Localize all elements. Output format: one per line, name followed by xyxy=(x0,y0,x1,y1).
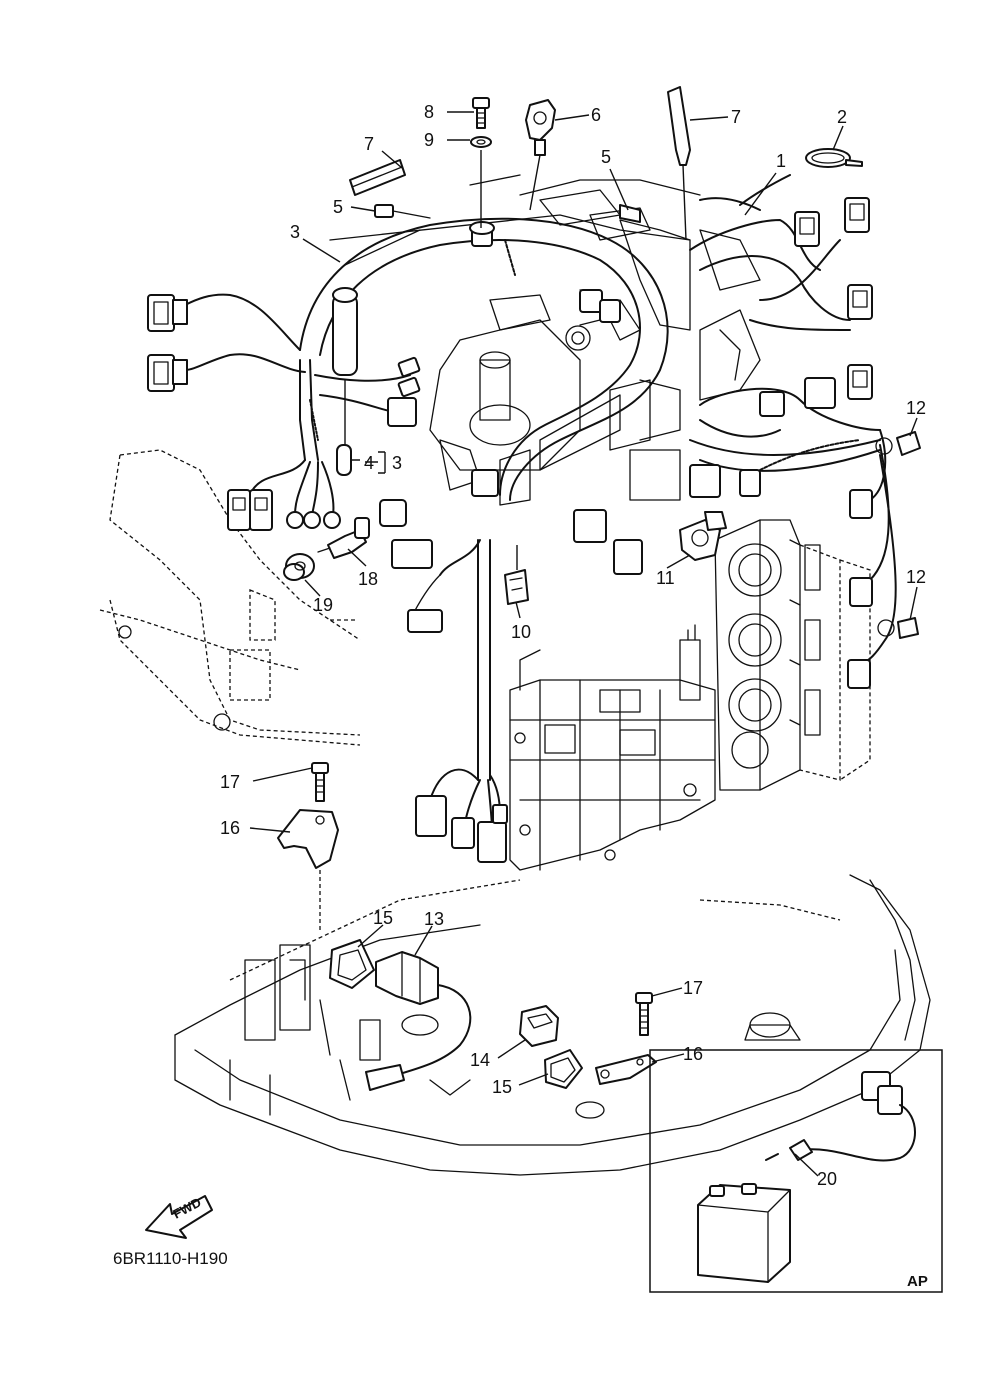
bottom-cowling xyxy=(174,874,931,1176)
callout-13: 13 xyxy=(424,909,444,929)
part-bracket-16-upper xyxy=(277,809,339,869)
part-clip-10 xyxy=(504,545,529,605)
part-clip-11 xyxy=(679,511,727,561)
part-clamp-5-left xyxy=(374,204,431,219)
inset-label: AP xyxy=(907,1273,928,1290)
part-battery-cable-20 xyxy=(765,1071,916,1162)
connectors xyxy=(147,197,873,863)
part-grommet-19 xyxy=(283,553,315,581)
callout-3-upper: 3 xyxy=(290,222,300,242)
callout-20: 20 xyxy=(817,1169,837,1189)
part-strip-7-right xyxy=(667,86,691,241)
callout-8: 8 xyxy=(424,102,434,122)
part-bracket-16-lower xyxy=(595,1054,657,1085)
part-bolt-17-lower xyxy=(635,992,653,1036)
part-strip-7-left xyxy=(349,159,406,196)
callout-16-upper: 16 xyxy=(220,818,240,838)
part-holder-6 xyxy=(525,99,556,211)
part-grommet-15-lower xyxy=(544,1049,583,1089)
part-clip-12-upper xyxy=(875,431,921,456)
callout-18: 18 xyxy=(358,569,378,589)
fwd-arrow-icon: FWD xyxy=(145,1195,213,1239)
callout-14: 14 xyxy=(470,1050,490,1070)
callout-12-lower: 12 xyxy=(906,567,926,587)
callout-17-upper: 17 xyxy=(220,772,240,792)
corrugated-tube xyxy=(309,239,861,471)
callout-16-lower: 16 xyxy=(683,1044,703,1064)
harness-bracket xyxy=(299,214,691,506)
inset-box xyxy=(649,1049,943,1293)
battery xyxy=(697,1183,791,1283)
callout-15-upper: 15 xyxy=(373,908,393,928)
part-band-2 xyxy=(805,148,863,168)
callout-6: 6 xyxy=(591,105,601,125)
callout-9: 9 xyxy=(424,130,434,150)
leader-lines xyxy=(249,111,918,1177)
harness-clamp-sleeve xyxy=(332,287,358,476)
part-bolt-8 xyxy=(472,97,490,129)
callout-5-left: 5 xyxy=(333,197,343,217)
part-clip-12-lower xyxy=(877,617,919,639)
main-wiring-harness xyxy=(184,174,897,831)
callout-17-lower: 17 xyxy=(683,978,703,998)
callout-15-lower: 15 xyxy=(492,1077,512,1097)
part-connector-13 xyxy=(365,951,472,1091)
crankcase xyxy=(509,624,716,871)
callout-11: 11 xyxy=(656,568,675,588)
callout-3-lower: 3 xyxy=(392,453,402,473)
part-grommet-15-upper xyxy=(329,939,375,989)
part-bolt-17-upper xyxy=(311,762,329,802)
diagram-code: 6BR1110-H190 xyxy=(113,1249,228,1268)
callout-1: 1 xyxy=(776,151,786,171)
callout-5-right: 5 xyxy=(601,147,611,167)
callout-labels: 1 2 3 3 4 5 5 6 7 7 8 9 10 11 12 12 13 1… xyxy=(220,102,926,1189)
cylinder-block xyxy=(714,519,871,791)
callout-7-right: 7 xyxy=(731,107,741,127)
callout-2: 2 xyxy=(837,107,847,127)
callout-10: 10 xyxy=(511,622,531,642)
part-clamp-5-right xyxy=(619,204,641,223)
callout-7-left: 7 xyxy=(364,134,374,154)
part-sensor-18 xyxy=(317,517,370,559)
part-switch-14 xyxy=(519,1005,559,1047)
callout-19: 19 xyxy=(313,595,333,615)
callout-12-upper: 12 xyxy=(906,398,926,418)
callout-4: 4 xyxy=(364,453,374,473)
part-washer-9 xyxy=(470,136,492,148)
